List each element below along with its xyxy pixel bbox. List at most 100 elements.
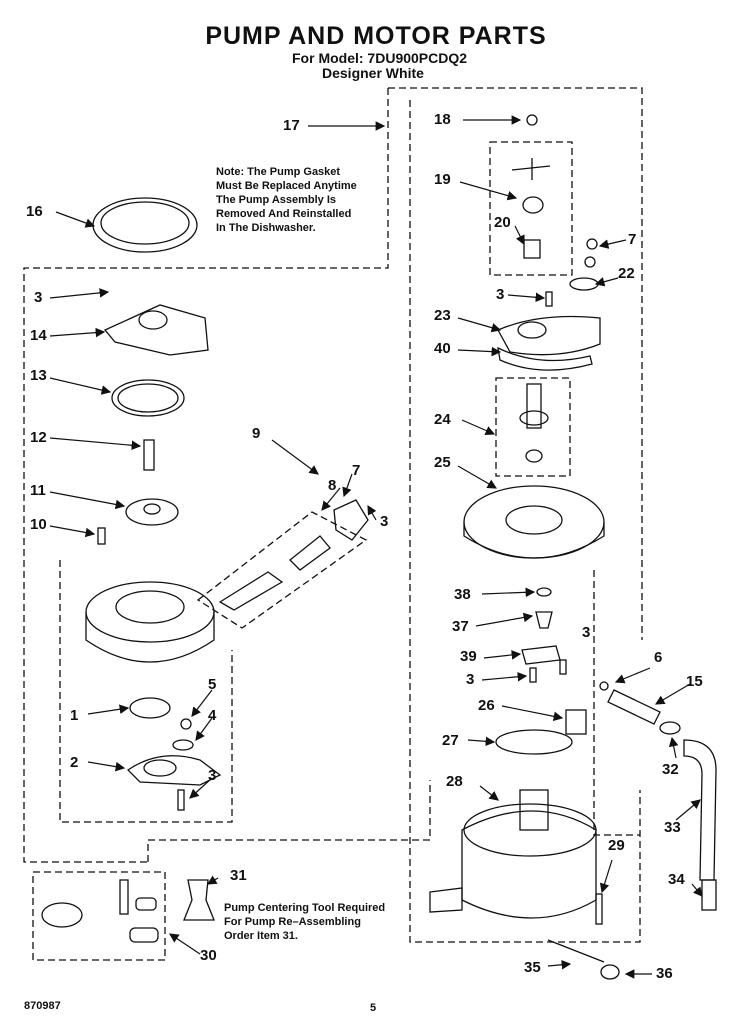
callout-37: 37 xyxy=(452,618,469,635)
callout-18: 18 xyxy=(434,111,451,128)
tool-note-line: Order Item 31. xyxy=(224,930,298,942)
callout-23: 23 xyxy=(434,307,451,324)
callout-24: 24 xyxy=(434,411,451,428)
callout-12: 12 xyxy=(30,429,47,446)
callout-9: 9 xyxy=(252,425,261,442)
clamp-32 xyxy=(659,721,681,735)
callout-3-left-top: 3 xyxy=(34,289,43,306)
diagram-title: PUMP AND MOTOR PARTS xyxy=(205,22,547,50)
gasket-40 xyxy=(497,346,593,371)
page-number: 5 xyxy=(370,1002,377,1014)
callout-40: 40 xyxy=(434,340,451,357)
screw-10 xyxy=(97,527,106,545)
ball-5 xyxy=(180,718,192,730)
clamp-22 xyxy=(569,277,599,291)
callout-7-left: 7 xyxy=(352,462,361,479)
drain-hose-33 xyxy=(683,739,717,881)
gasket-note: Note: The Pump Gasket Must Be Replaced A… xyxy=(216,165,391,235)
filter-screen xyxy=(129,697,171,719)
tool-note-line: For Pump Re–Assembling xyxy=(224,916,361,928)
callout-14: 14 xyxy=(30,327,47,344)
spray-arm-hub xyxy=(511,158,551,180)
callout-11: 11 xyxy=(30,482,46,499)
upper-housing xyxy=(497,315,601,356)
callout-32: 32 xyxy=(662,761,679,778)
callout-38: 38 xyxy=(454,586,471,603)
gasket-30 xyxy=(41,902,83,928)
callout-20: 20 xyxy=(494,214,511,231)
nut-18 xyxy=(526,114,538,126)
callout-4: 4 xyxy=(208,707,217,724)
callout-3-right-low: 3 xyxy=(466,671,475,688)
callout-15: 15 xyxy=(686,673,703,690)
motor-shaft xyxy=(519,789,549,831)
motor-connector xyxy=(429,887,463,913)
callout-26: 26 xyxy=(478,697,495,714)
tool-note-line: Pump Centering Tool Required xyxy=(224,902,386,914)
callout-16: 16 xyxy=(26,203,43,220)
o-ring-38 xyxy=(536,587,552,597)
callout-29: 29 xyxy=(608,837,625,854)
sensor-35 xyxy=(547,939,605,963)
callout-31: 31 xyxy=(230,867,247,884)
centering-tool-note: Pump Centering Tool Required For Pump Re… xyxy=(224,901,414,943)
callout-22: 22 xyxy=(618,265,635,282)
callout-6: 6 xyxy=(654,649,663,666)
callout-3-right-mid: 3 xyxy=(582,624,591,641)
callout-2: 2 xyxy=(70,754,79,771)
inlet-fitting-15 xyxy=(607,689,661,725)
leader-arrows xyxy=(49,115,703,979)
color-subtitle: Designer White xyxy=(322,65,424,81)
o-ring-4 xyxy=(172,739,194,751)
screw-3a xyxy=(177,789,185,811)
impeller xyxy=(125,498,179,526)
motor xyxy=(461,810,597,919)
o-ring-7a xyxy=(586,238,598,250)
callout-10: 10 xyxy=(30,516,47,533)
callout-17: 17 xyxy=(283,117,300,134)
centering-tool-31 xyxy=(183,879,215,921)
cap-36 xyxy=(600,964,620,980)
o-ring-6 xyxy=(599,681,609,691)
screw-3c xyxy=(529,667,537,683)
o-ring-7b xyxy=(584,256,596,268)
footer-code: 870987 xyxy=(24,1000,61,1012)
assembly-outlines xyxy=(23,87,643,961)
bearing-20 xyxy=(523,239,541,259)
disc-27 xyxy=(495,729,573,755)
gasket-note-line: Must Be Replaced Anytime xyxy=(216,180,357,192)
seal-ring xyxy=(111,379,185,417)
callout-8: 8 xyxy=(328,477,337,494)
callout-5: 5 xyxy=(208,676,217,693)
model-subtitle: For Model: 7DU900PCDQ2 xyxy=(292,50,468,66)
callout-13: 13 xyxy=(30,367,47,384)
hose-end-34 xyxy=(701,879,717,911)
callout-25: 25 xyxy=(434,454,451,471)
callout-33: 33 xyxy=(664,819,681,836)
bracket-39 xyxy=(521,645,561,665)
gasket-note-line: Note: The Pump Gasket xyxy=(216,166,341,178)
pump-cover xyxy=(103,304,209,356)
screw-3d xyxy=(559,659,567,675)
screw-3b xyxy=(545,291,553,307)
clip-26 xyxy=(565,709,587,735)
gasket-note-line: Removed And Reinstalled xyxy=(216,208,352,220)
callout-28: 28 xyxy=(446,773,463,790)
callout-34: 34 xyxy=(668,871,685,888)
bolt-29 xyxy=(595,893,603,925)
pump-base xyxy=(126,755,222,786)
callout-35: 35 xyxy=(524,959,541,976)
check-valve xyxy=(218,571,284,611)
callout-3-upper-right: 3 xyxy=(496,286,505,303)
callout-3-check-valve: 3 xyxy=(380,513,389,530)
callout-3-left-low: 3 xyxy=(208,767,217,784)
callout-1: 1 xyxy=(70,707,79,724)
impeller-bolt xyxy=(143,439,155,471)
callout-36: 36 xyxy=(656,965,673,982)
pump-shaft xyxy=(526,383,542,429)
callout-7-right: 7 xyxy=(628,231,637,248)
callout-39: 39 xyxy=(460,648,477,665)
callout-19: 19 xyxy=(434,171,451,188)
gasket-note-line: The Pump Assembly Is xyxy=(216,194,337,206)
